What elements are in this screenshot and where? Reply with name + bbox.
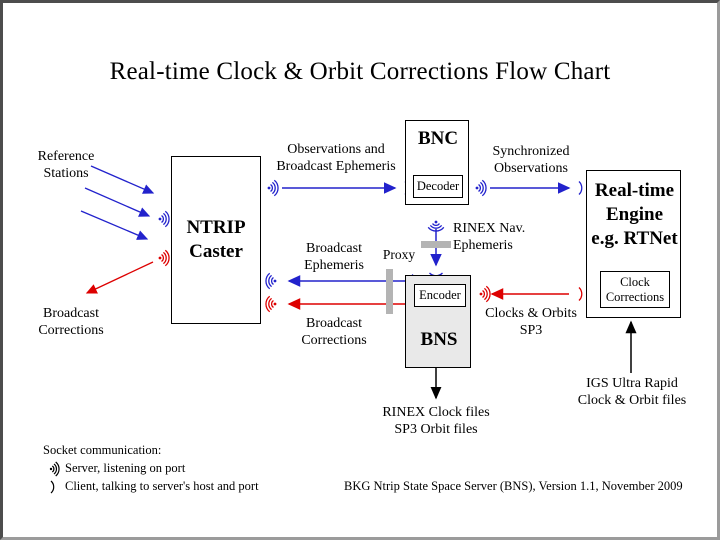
engine-title-line1: Real-time	[594, 180, 675, 201]
engine-title-line3: e.g. RTNet	[591, 227, 678, 249]
legend-heading: Socket communication:	[43, 443, 162, 457]
ntrip-caster-label-line2: Caster	[189, 241, 243, 262]
socket-server-icon-caster-corr	[265, 295, 278, 313]
proxy-bar-vertical	[386, 269, 393, 314]
socket-server-icon-bns-right	[478, 285, 491, 303]
socket-server-icon-caster-eph	[265, 272, 278, 290]
edge-reference-stations-to-caster	[80, 165, 155, 240]
synchronized-observations-label: Synchronized Observations	[492, 144, 570, 176]
bns-encoder-label: Encoder	[419, 288, 461, 302]
igs-ultra-rapid-label: IGS Ultra Rapid Clock & Orbit files	[577, 376, 687, 408]
bnc-title: BNC	[417, 128, 459, 149]
legend-client-icon	[50, 480, 55, 494]
socket-server-icon-caster-out	[266, 179, 279, 197]
rinex-files-label: RINEX Clock files SP3 Orbit files	[382, 405, 490, 437]
socket-client-icon-engine-in	[578, 180, 583, 196]
proxy-bar-horizontal	[421, 241, 451, 248]
socket-server-icon-bnc-out	[474, 179, 487, 197]
socket-server-icon-caster-upper	[157, 210, 170, 228]
edge-caster-to-broadcast-corrections	[85, 261, 154, 294]
bns-encoder-box[interactable]: Encoder	[414, 284, 466, 307]
page-title: Real-time Clock & Orbit Corrections Flow…	[109, 58, 611, 85]
bnc-box[interactable]: BNC Decoder	[405, 120, 469, 205]
bnc-decoder-label: Decoder	[416, 179, 460, 193]
rinex-nav-ephemeris-label: RINEX Nav. Ephemeris	[453, 221, 526, 253]
bns-box[interactable]: Encoder BNS	[405, 275, 471, 368]
engine-title: Real-time Engine e.g. RTNet	[587, 179, 682, 250]
clock-corrections-line2: Corrections	[605, 289, 665, 304]
footer-text: BKG Ntrip State Space Server (BNS), Vers…	[344, 479, 683, 493]
socket-server-icon-caster-lower	[157, 249, 170, 267]
broadcast-ephemeris-label: Broadcast Ephemeris	[304, 241, 364, 273]
reference-stations-label: Reference Stations	[37, 149, 95, 181]
proxy-label: Proxy	[382, 247, 416, 262]
ntrip-caster-box[interactable]: NTRIP Caster	[171, 156, 261, 324]
diagram-canvas: Real-time Clock & Orbit Corrections Flow…	[3, 3, 717, 537]
bnc-decoder-box[interactable]: Decoder	[413, 175, 463, 198]
observations-label: Observations and Broadcast Ephemeris	[276, 142, 396, 174]
ntrip-caster-label-line1: NTRIP	[186, 217, 246, 239]
engine-title-line2: Engine	[605, 203, 664, 225]
realtime-engine-box[interactable]: Real-time Engine e.g. RTNet Clock Correc…	[586, 170, 681, 318]
socket-client-icon-engine-out	[578, 286, 583, 302]
clocks-orbits-sp3-label: Clocks & Orbits SP3	[485, 306, 577, 338]
bns-title: BNS	[420, 329, 458, 350]
clock-corrections-box[interactable]: Clock Corrections	[600, 271, 670, 308]
broadcast-corrections-mid-label: Broadcast Corrections	[301, 316, 367, 348]
legend-server-label: Server, listening on port	[65, 461, 186, 475]
legend-client-label: Client, talking to server's host and por…	[65, 479, 259, 493]
legend-server-icon	[49, 461, 60, 477]
clock-corrections-line1: Clock	[620, 274, 650, 289]
broadcast-corrections-left-label: Broadcast Corrections	[38, 306, 104, 338]
